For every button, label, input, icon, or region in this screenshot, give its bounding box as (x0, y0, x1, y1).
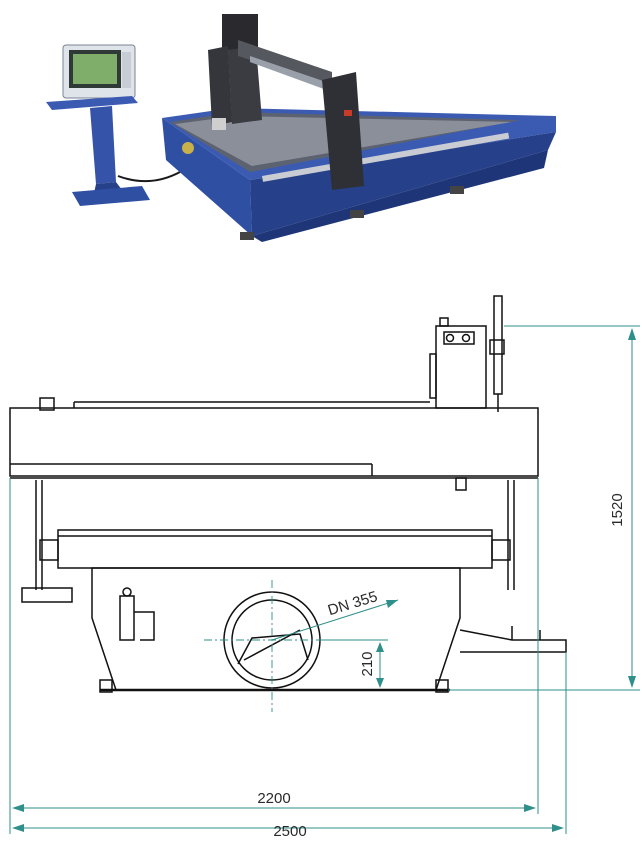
cable (117, 171, 181, 183)
cutting-head (429, 295, 505, 412)
dimension-label-drain-height: 210 (359, 651, 376, 676)
air-fittings (21, 587, 155, 641)
work-table (57, 529, 493, 569)
side-rails (35, 480, 515, 590)
dimension-label-height: 1520 (609, 493, 626, 526)
control-console (46, 44, 150, 206)
discharge-chute (459, 626, 567, 653)
dimension-label-width-2500: 2500 (273, 823, 306, 840)
gantry-beam (9, 397, 539, 491)
machine-photo (46, 14, 556, 242)
dimension-arrows (12, 328, 636, 832)
tank-body (91, 567, 461, 693)
gantry (208, 14, 364, 190)
front-view-drawing (9, 295, 567, 712)
dimension-label-width-2200: 2200 (257, 790, 290, 807)
dimension-lines (9, 325, 640, 834)
